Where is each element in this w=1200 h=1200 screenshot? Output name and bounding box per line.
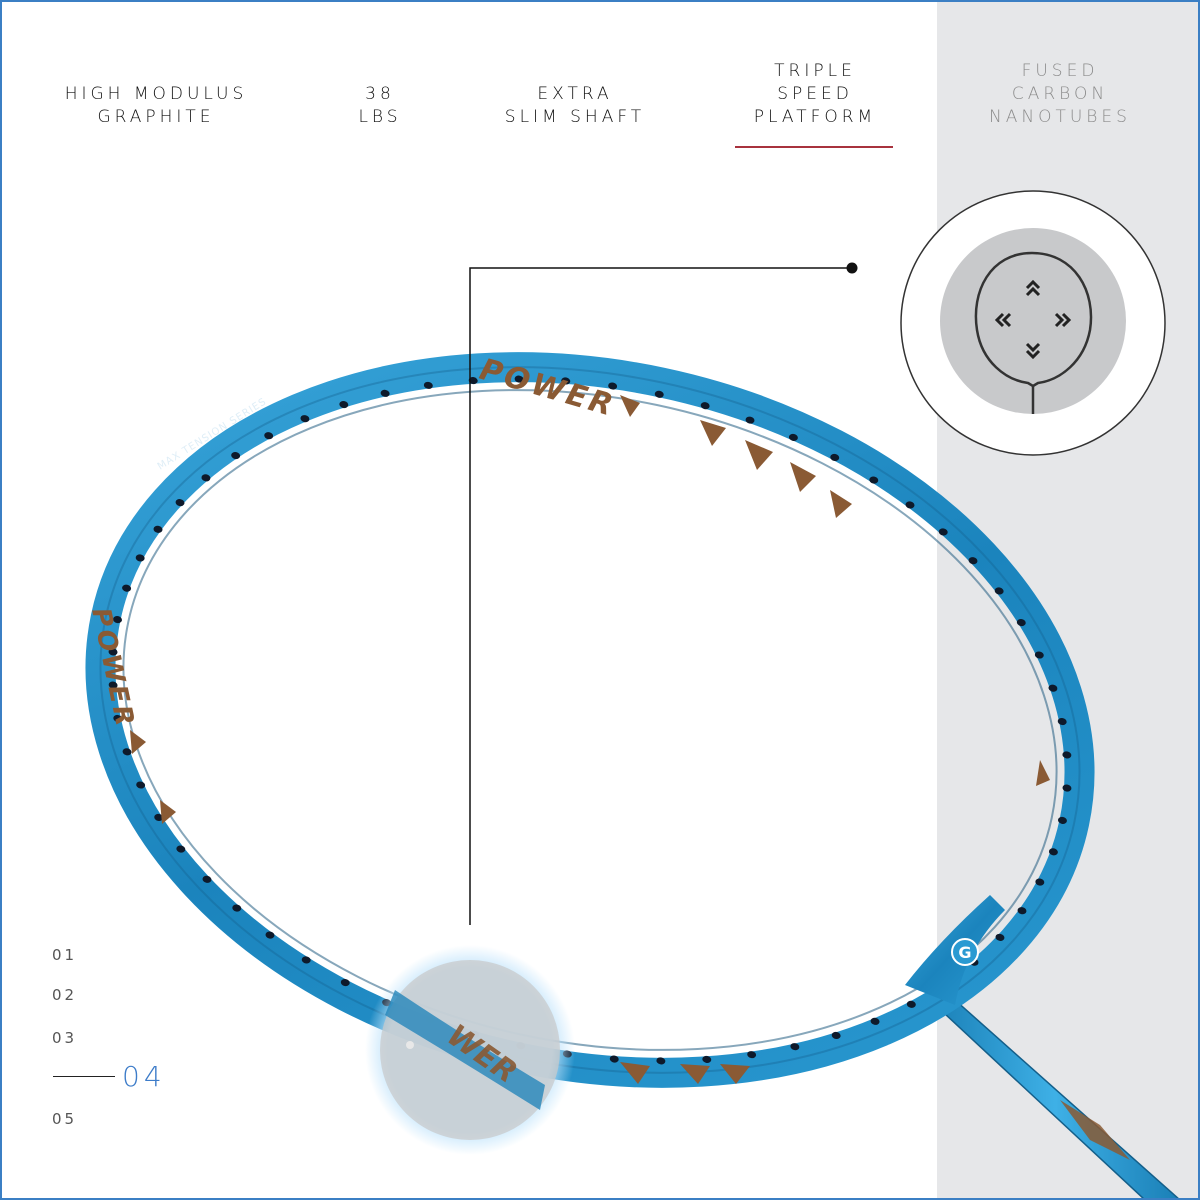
string-hole: [122, 748, 132, 756]
string-hole: [201, 474, 211, 482]
step-02[interactable]: 02: [52, 986, 78, 1004]
string-hole: [301, 956, 311, 964]
string-hole: [1016, 618, 1026, 627]
string-hole: [113, 714, 123, 723]
string-hole: [264, 432, 274, 440]
string-hole: [1048, 684, 1058, 692]
string-hole: [994, 587, 1004, 595]
string-hole: [1035, 878, 1045, 886]
double-chevron-down-icon: [1025, 342, 1041, 360]
string-hole: [831, 1031, 841, 1040]
magnifier-detail: WER: [365, 945, 575, 1155]
string-hole: [136, 781, 146, 789]
string-hole: [380, 389, 390, 397]
string-hole: [747, 1051, 757, 1059]
string-hole: [202, 875, 212, 883]
string-hole: [869, 476, 879, 484]
string-hole: [122, 584, 132, 592]
tab-extra-slim-shaft[interactable]: EXTRA SLIM SHAFT: [504, 84, 646, 127]
shaft-graphic: [1060, 1100, 1130, 1160]
string-hole: [995, 933, 1005, 941]
string-hole: [232, 904, 242, 912]
string-hole: [176, 845, 186, 853]
string-hole: [609, 1055, 619, 1063]
tab-high-modulus-graphite[interactable]: HIGH MODULUS GRAPHITE: [64, 84, 248, 127]
string-hole: [1057, 717, 1067, 726]
string-hole: [231, 451, 241, 460]
double-chevron-left-icon: [994, 312, 1012, 328]
string-hole: [1017, 907, 1027, 915]
tab-fused-carbon-nanotubes[interactable]: FUSED CARBON NANOTUBES: [989, 61, 1131, 127]
string-hole: [702, 1055, 712, 1063]
string-hole: [905, 501, 915, 509]
throat-badge-circle: [951, 938, 979, 966]
string-hole: [1062, 751, 1072, 759]
step-navigation: 01 02 03 04 05: [0, 0, 300, 1200]
step-04-active[interactable]: 04: [122, 1060, 166, 1093]
racket-head-arrows-icon: [900, 190, 1166, 456]
string-hole: [339, 400, 349, 409]
string-hole: [153, 525, 163, 533]
string-hole: [154, 813, 164, 822]
string-hole: [113, 616, 123, 624]
string-hole: [1034, 651, 1044, 659]
string-hole: [656, 1057, 666, 1065]
string-hole: [790, 1043, 800, 1051]
string-hole: [108, 681, 118, 689]
string-hole: [423, 381, 433, 389]
string-hole: [1057, 816, 1067, 824]
string-hole: [1062, 784, 1072, 792]
string-hole: [938, 528, 948, 536]
string-hole: [265, 931, 275, 939]
string-hole: [300, 415, 310, 423]
string-hole: [906, 1000, 916, 1008]
active-tab-underline: [735, 146, 893, 148]
string-hole: [108, 648, 118, 656]
feature-tabs: HIGH MODULUS GRAPHITE 38 LBS EXTRA SLIM …: [0, 0, 1200, 170]
double-chevron-right-icon: [1054, 312, 1072, 328]
string-hole: [135, 554, 145, 562]
step-01[interactable]: 01: [52, 946, 78, 964]
string-hole: [968, 557, 978, 565]
string-hole: [175, 499, 185, 507]
step-05[interactable]: 05: [52, 1110, 78, 1128]
tab-triple-speed-platform[interactable]: TRIPLE SPEED PLATFORM: [753, 61, 877, 127]
double-chevron-up-icon: [1025, 279, 1041, 297]
string-hole: [870, 1017, 880, 1025]
string-hole: [340, 979, 350, 987]
step-03[interactable]: 03: [52, 1029, 78, 1047]
string-hole: [1048, 848, 1058, 856]
throat-badge: G: [958, 943, 971, 962]
active-step-line: [53, 1076, 115, 1077]
tab-38-lbs[interactable]: 38 LBS: [358, 84, 402, 127]
